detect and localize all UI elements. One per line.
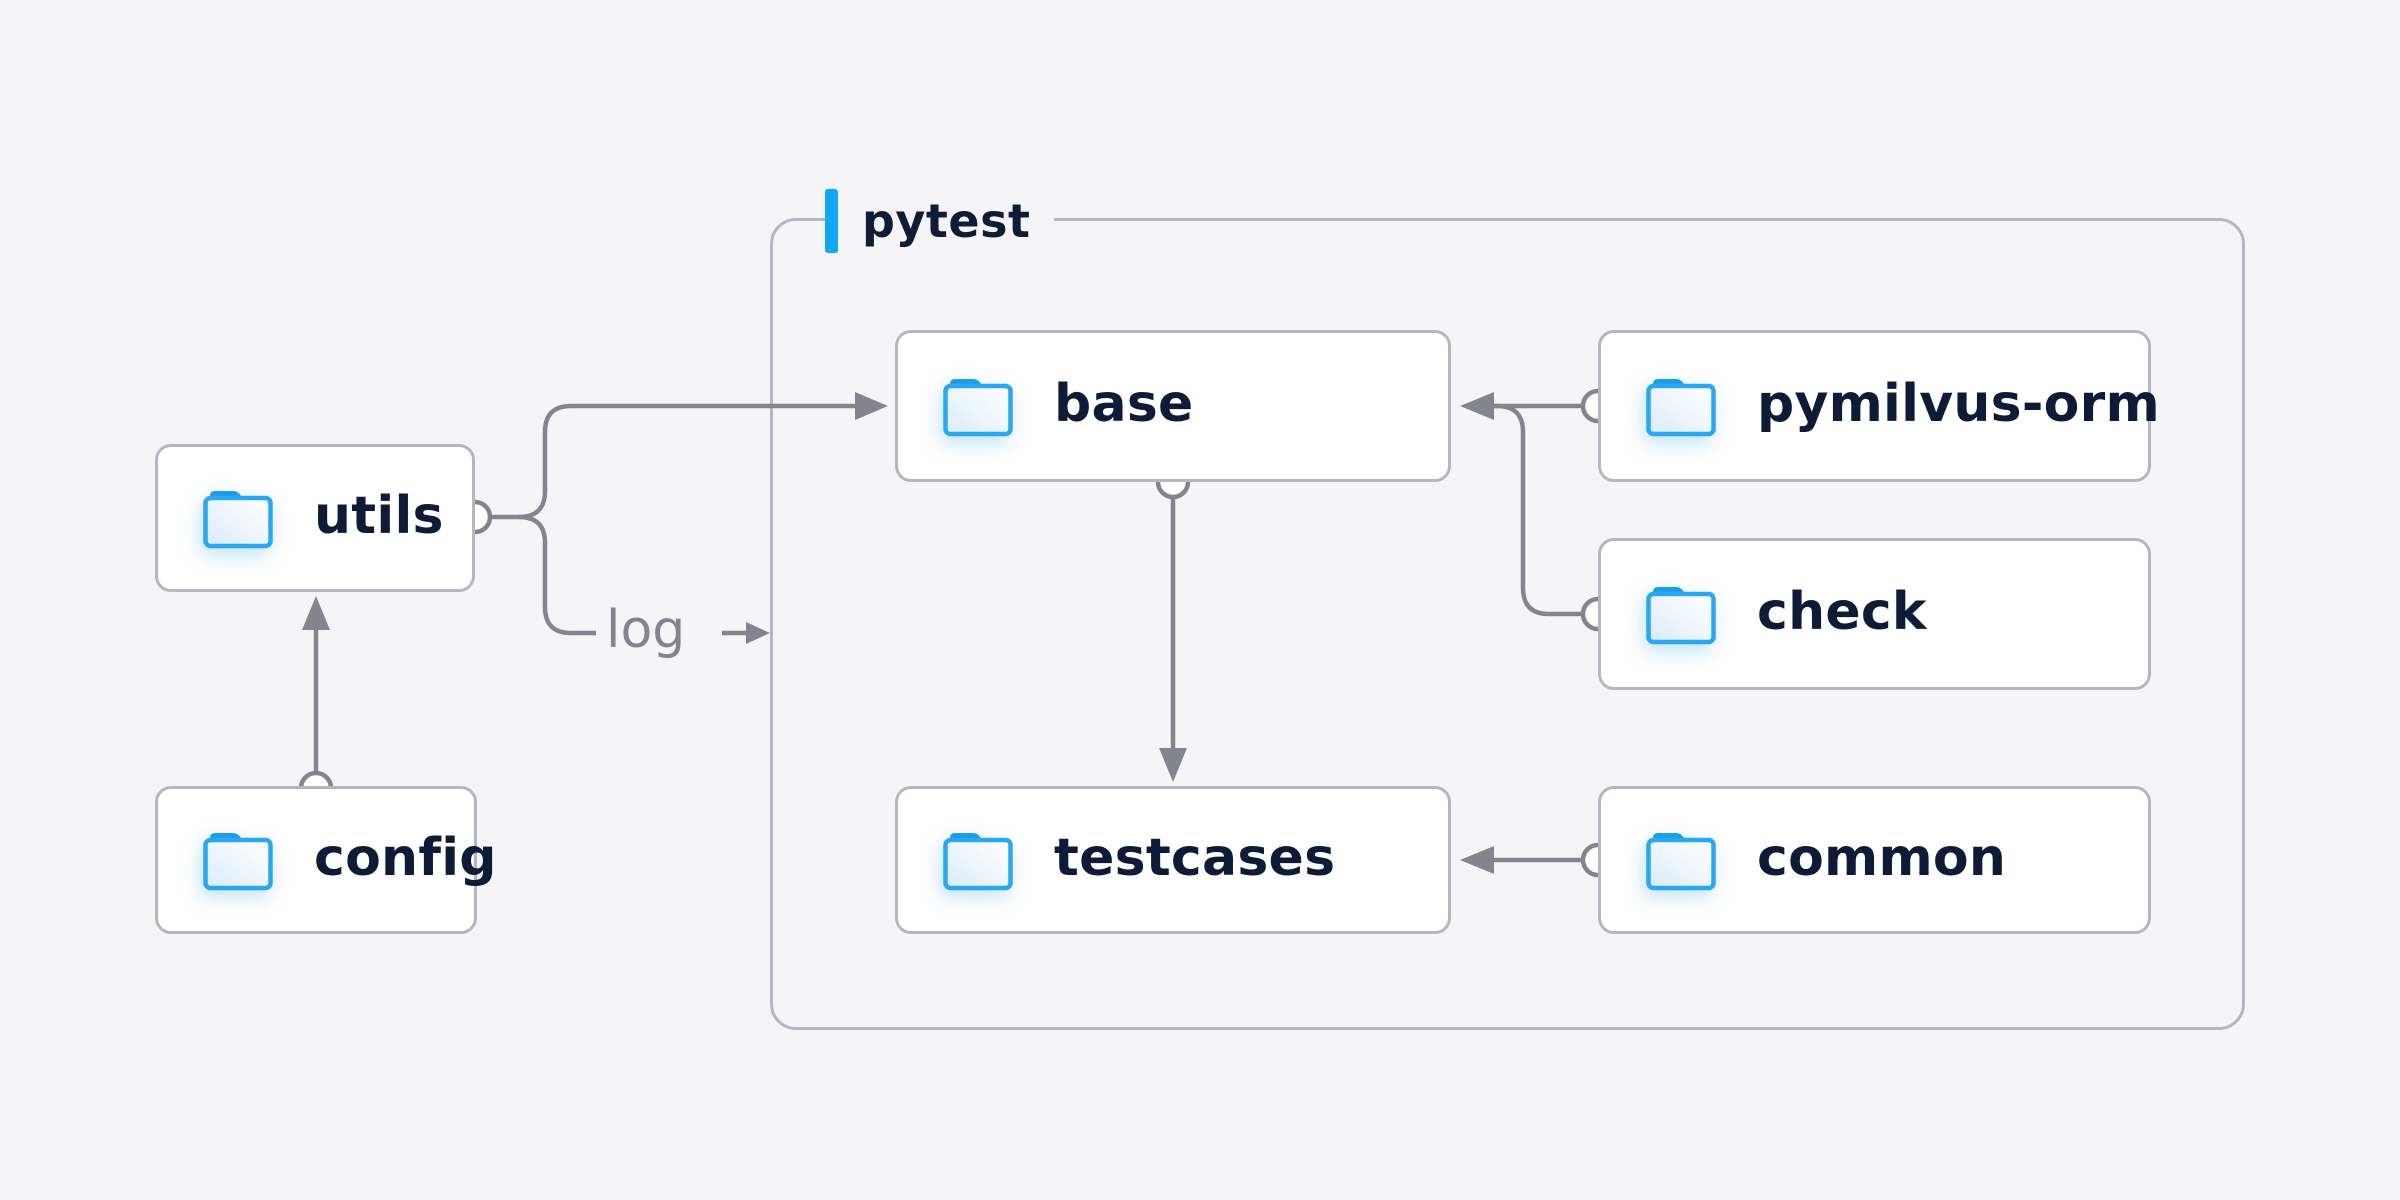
edge-utils-log[interactable] [518,514,596,636]
edge-label-log: log [606,599,686,660]
node-utils[interactable]: utils [155,444,475,592]
folder-icon [1643,827,1719,893]
accent-bar [825,189,838,253]
container-title: pytest [862,194,1031,248]
node-label: testcases [1054,828,1336,888]
node-label: common [1757,828,2007,888]
node-base[interactable]: base [895,330,1451,482]
folder-icon [1643,581,1719,647]
folder-icon [1643,373,1719,439]
node-label: check [1757,582,1927,642]
folder-icon [940,373,1016,439]
folder-icon [200,827,276,893]
folder-icon [940,827,1016,893]
node-label: utils [314,486,444,546]
node-label: config [314,828,497,888]
pytest-container-label: pytest [825,187,1055,255]
node-testcases[interactable]: testcases [895,786,1451,934]
node-label: base [1054,374,1194,434]
node-label: pymilvus-orm [1757,374,2160,434]
node-pymilvus-orm[interactable]: pymilvus-orm [1598,330,2160,482]
node-config[interactable]: config [155,786,497,934]
folder-icon [200,485,276,551]
arrowhead-log [746,622,770,644]
pytest-container[interactable]: pytest [770,187,2245,1030]
node-common[interactable]: common [1598,786,2151,934]
node-check[interactable]: check [1598,538,2151,690]
arrowhead-into-utils [302,596,330,630]
